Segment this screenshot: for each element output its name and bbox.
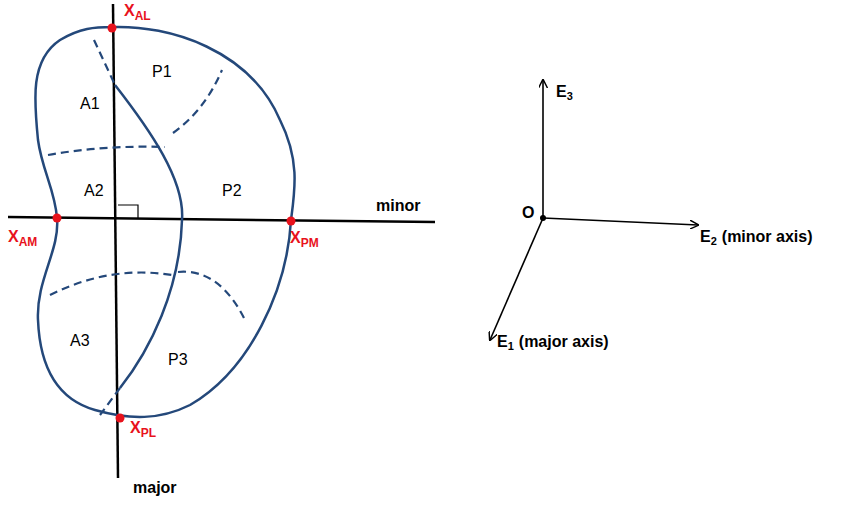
point-label: X <box>130 420 141 436</box>
coaptation-extension <box>94 40 115 85</box>
right-angle-mark <box>118 205 138 218</box>
landmark-point <box>53 214 62 223</box>
axis-description: (major axis) <box>519 334 609 350</box>
coaptation-line <box>115 85 182 388</box>
segment-label: A1 <box>80 96 100 112</box>
e2-axis-arrow <box>543 218 698 225</box>
segment-boundary <box>48 147 165 155</box>
segment-boundary <box>178 272 246 322</box>
major-axis-line <box>113 4 118 478</box>
landmark-point <box>287 217 296 226</box>
origin-label: O <box>522 205 534 221</box>
segment-label: A2 <box>84 183 104 199</box>
segment-label: A3 <box>70 333 90 349</box>
point-label: X <box>124 3 135 19</box>
axis-label: minor <box>376 198 420 214</box>
basis-label: E <box>556 84 567 100</box>
point-subscript: AL <box>135 10 151 22</box>
minor-axis-line <box>8 217 435 222</box>
segment-boundary <box>173 70 222 133</box>
point-label: X <box>8 229 19 245</box>
axis-description: (minor axis) <box>722 229 813 245</box>
segment-label: P3 <box>168 352 188 368</box>
point-subscript: AM <box>19 236 38 248</box>
basis-subscript: 3 <box>567 91 573 102</box>
basis-subscript: 1 <box>508 341 514 352</box>
axis-label: major <box>133 480 177 496</box>
point-subscript: PM <box>301 237 319 249</box>
basis-subscript: 2 <box>711 236 717 247</box>
e1-axis-arrow <box>490 218 543 340</box>
landmark-point <box>108 24 117 33</box>
landmark-point <box>116 414 125 423</box>
segment-label: P1 <box>152 64 172 80</box>
coaptation-extension <box>100 388 120 415</box>
valve-annulus <box>35 27 294 417</box>
point-subscript: PL <box>141 427 156 439</box>
segment-label: P2 <box>222 183 242 199</box>
point-label: X <box>290 230 301 246</box>
segment-boundary <box>50 273 172 296</box>
basis-label: E <box>497 334 508 350</box>
basis-label: E <box>700 229 711 245</box>
e3-axis-arrow <box>542 80 544 218</box>
origin-dot <box>540 215 546 221</box>
